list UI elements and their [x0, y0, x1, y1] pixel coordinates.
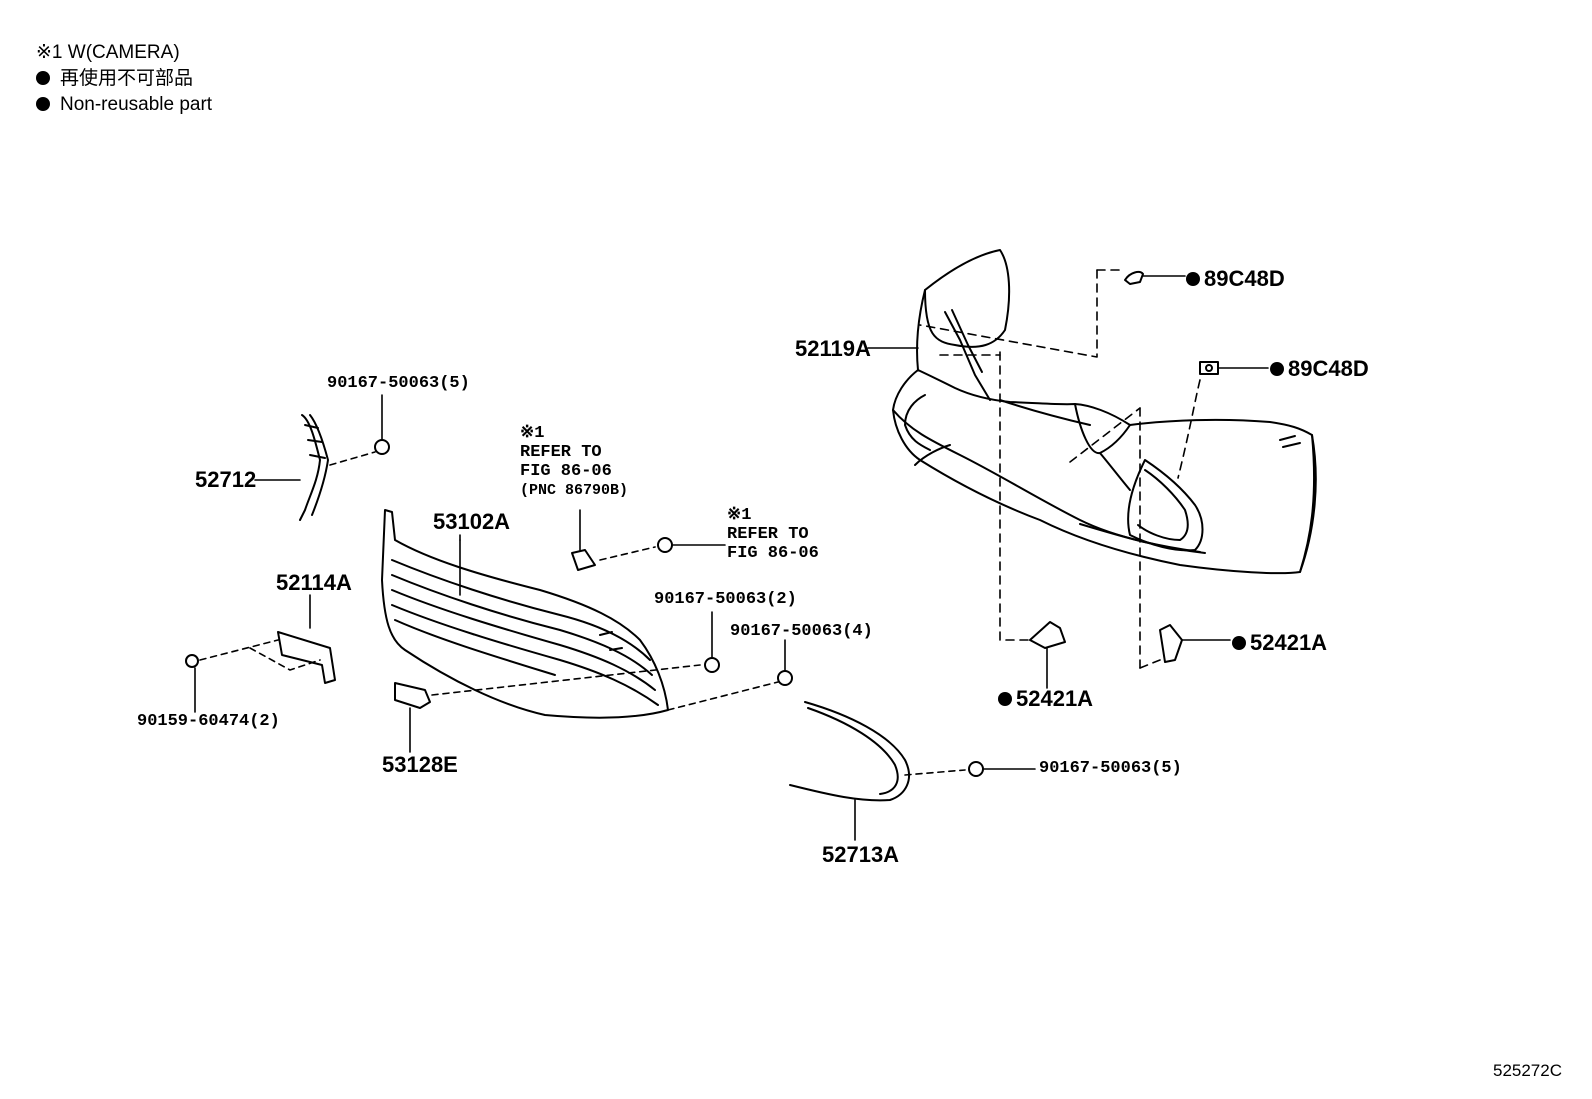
label-89c48d-top-text: 89C48D — [1204, 266, 1285, 291]
screw-90167-2-drawing — [704, 611, 720, 673]
label-52712[interactable]: 52712 — [195, 467, 257, 492]
label-90167-50063-5-a[interactable]: 90167-50063(5) — [327, 374, 470, 393]
legend-nonreusable-en: Non-reusable part — [36, 94, 212, 116]
label-53102a[interactable]: 53102A — [433, 509, 511, 534]
label-90167-50063-5-b[interactable]: 90167-50063(5) — [1039, 759, 1182, 778]
note-marker: ※1 — [727, 506, 752, 525]
bullet-icon — [36, 97, 50, 111]
camera-connector-2-drawing — [599, 537, 726, 561]
camera-connector-1-drawing — [571, 509, 596, 571]
label-52119a[interactable]: 52119A — [795, 336, 871, 361]
bracket-52114a-drawing — [199, 594, 336, 684]
bracket-52421a-right-drawing — [1159, 624, 1231, 663]
label-90167-50063-4[interactable]: 90167-50063(4) — [730, 622, 873, 641]
legend-nonreusable-ja-text: 再使用不可部品 — [60, 68, 194, 89]
label-53128e[interactable]: 53128E — [382, 752, 458, 777]
nonreusable-icon — [1186, 272, 1200, 286]
screw-90167-5-a-drawing — [329, 394, 390, 466]
bracket-52421a-left-drawing — [1029, 621, 1066, 689]
screw-90167-4-drawing — [667, 639, 793, 711]
label-52421a-right[interactable]: 52421A — [1232, 630, 1327, 656]
note-line: REFER TO — [520, 443, 602, 462]
note-line[interactable]: FIG 86-06 — [520, 462, 612, 481]
figure-id: 525272C — [1492, 1061, 1562, 1080]
insert-53128e-drawing — [394, 664, 701, 753]
bumper-leaders — [919, 269, 1201, 669]
label-52421a-right-text: 52421A — [1250, 630, 1328, 655]
camera-ref-note-1: ※1 REFER TO FIG 86-06 (PNC 86790B) — [520, 424, 628, 500]
note-line: (PNC 86790B) — [520, 482, 629, 499]
label-90167-50063-2[interactable]: 90167-50063(2) — [654, 590, 797, 609]
legend-camera-note: ※1 W(CAMERA) — [36, 42, 180, 63]
clip-89c48d-middle-drawing — [1199, 361, 1269, 375]
screw-90167-5-b-drawing — [968, 761, 1036, 777]
label-90159-60474-2[interactable]: 90159-60474(2) — [137, 712, 280, 731]
label-52421a-left-text: 52421A — [1016, 686, 1094, 711]
camera-ref-note-2: ※1 REFER TO FIG 86-06 — [727, 506, 819, 563]
grille-53102a-drawing — [381, 509, 669, 719]
label-52713a[interactable]: 52713A — [822, 842, 900, 867]
label-52421a-left[interactable]: 52421A — [998, 686, 1093, 712]
note-line: REFER TO — [727, 525, 809, 544]
note-marker: ※1 — [520, 424, 545, 443]
bolt-90159-drawing — [185, 654, 199, 713]
clip-89c48d-top-drawing — [1124, 271, 1186, 285]
molding-52712-drawing — [254, 414, 329, 521]
bullet-icon — [36, 71, 50, 85]
nonreusable-icon — [1270, 362, 1284, 376]
nonreusable-icon — [1232, 636, 1246, 650]
label-89c48d-top[interactable]: 89C48D — [1186, 266, 1285, 292]
label-89c48d-middle[interactable]: 89C48D — [1270, 356, 1369, 382]
legend-nonreusable-en-text: Non-reusable part — [60, 94, 213, 115]
legend-nonreusable-ja: 再使用不可部品 — [36, 68, 193, 90]
note-line[interactable]: FIG 86-06 — [727, 544, 819, 563]
bumper-cover-drawing — [892, 249, 1317, 575]
label-52114a[interactable]: 52114A — [276, 570, 352, 595]
label-89c48d-middle-text: 89C48D — [1288, 356, 1369, 381]
molding-52713a-drawing — [789, 701, 966, 841]
nonreusable-icon — [998, 692, 1012, 706]
